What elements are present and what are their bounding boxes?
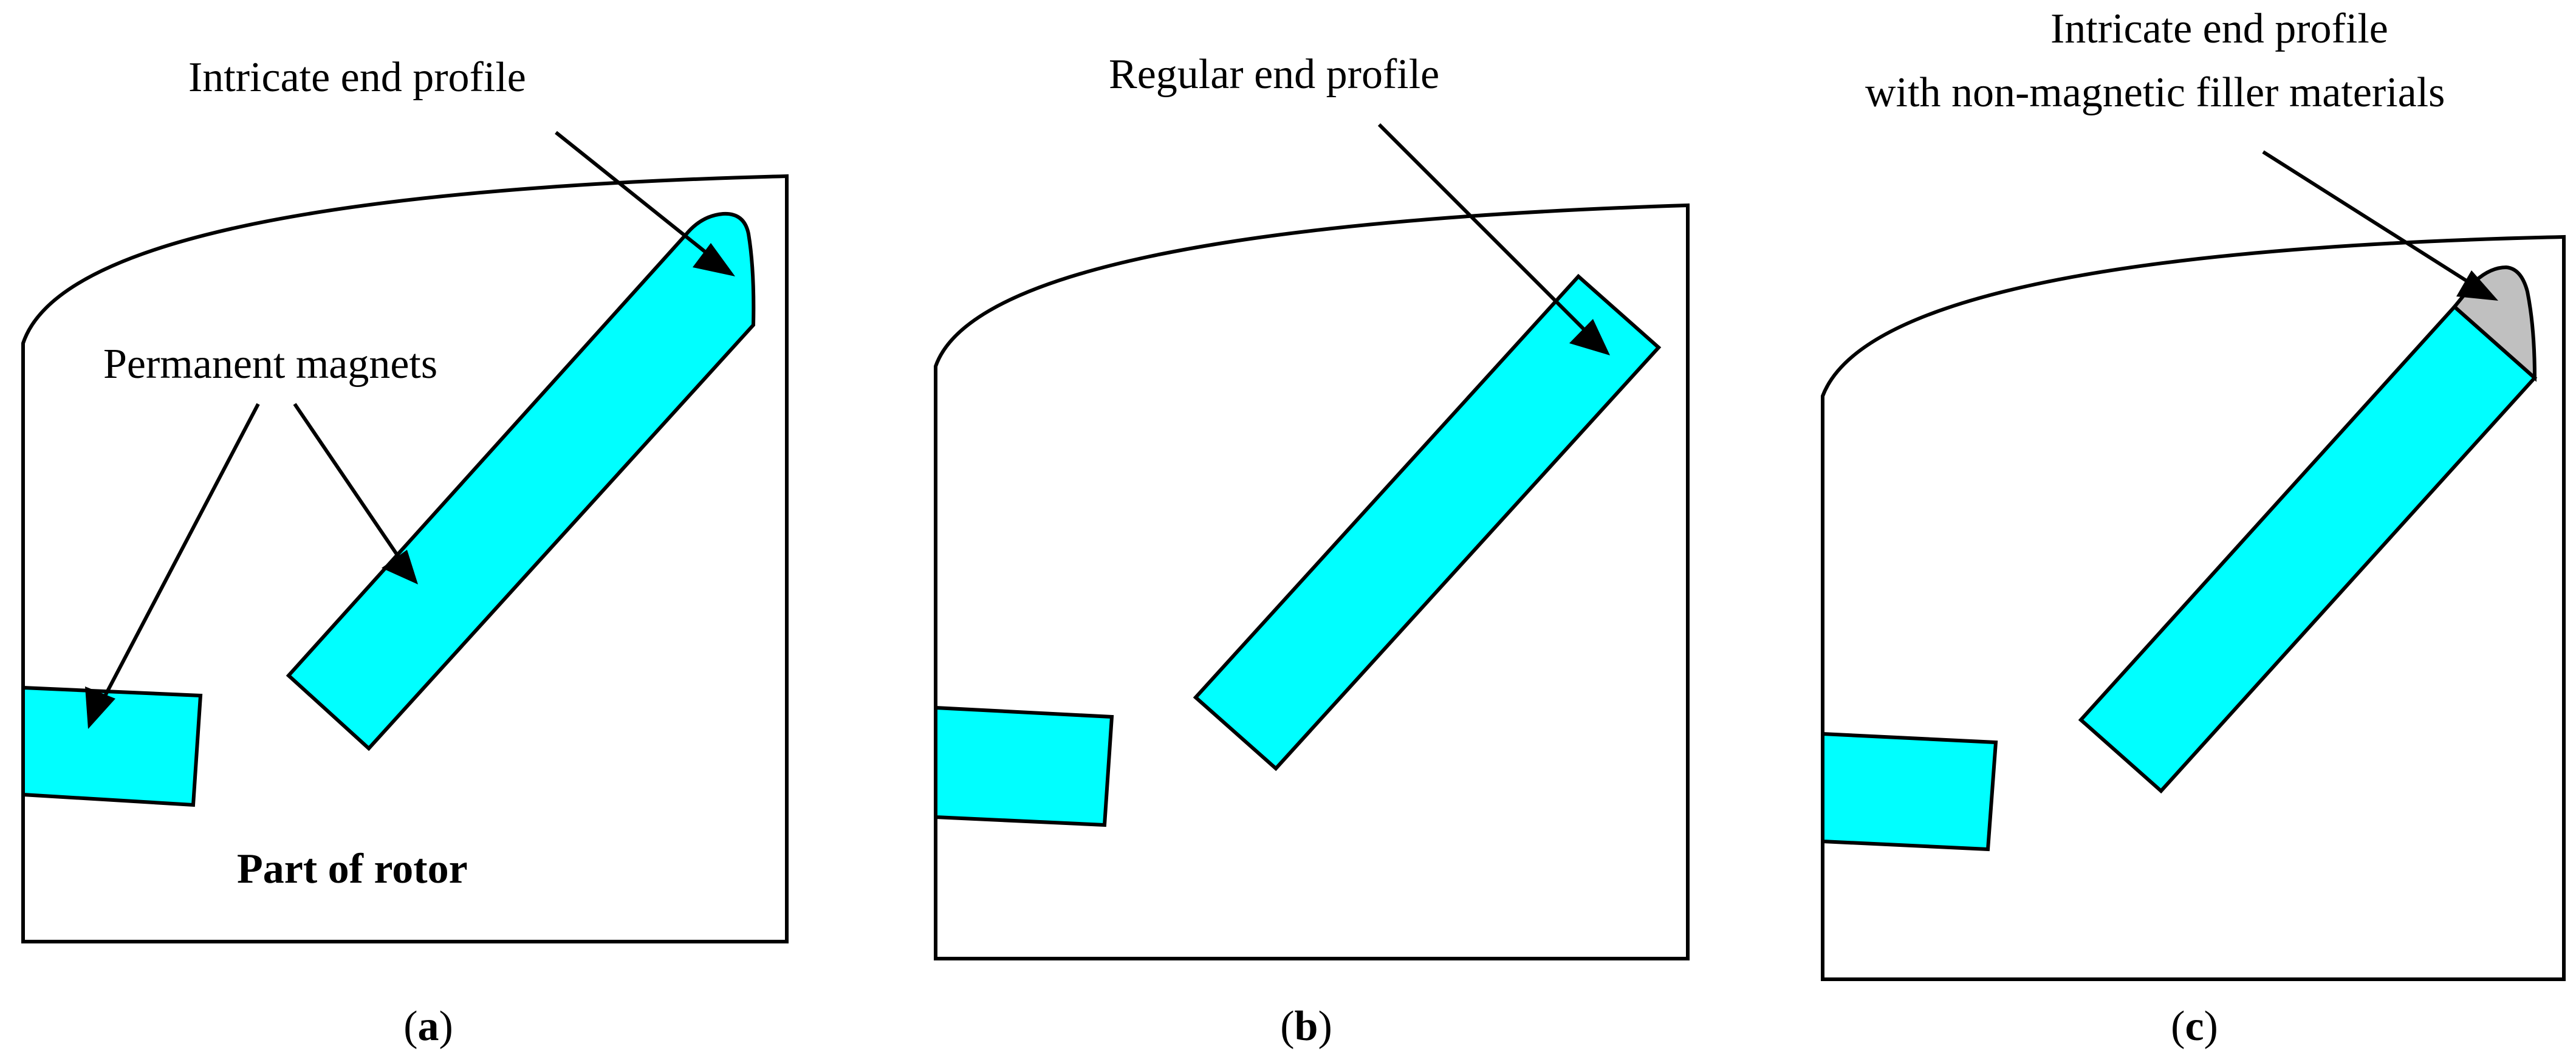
label-intricate-end-profile-c-line2: with non-magnetic filler materials: [1865, 69, 2445, 116]
angled-magnet-b: [1193, 273, 1662, 772]
small-magnet-a: [21, 685, 203, 807]
panel-b: Regular end profile (b): [934, 51, 1690, 1050]
angled-magnet-c: [2078, 304, 2538, 794]
arrow-regular-end-b: [1377, 123, 1610, 355]
label-regular-end-profile: Regular end profile: [1109, 51, 1439, 98]
arrow-intricate-end-filler-c: [2262, 150, 2498, 301]
rotor-outline-a: [21, 174, 789, 943]
angled-magnet-a: [286, 211, 756, 751]
small-magnet-b: [934, 705, 1114, 827]
arrow-magnet-angled-a: [293, 403, 418, 584]
caption-b: (b): [1280, 1003, 1332, 1050]
panel-a: Intricate end profile Permanent magnets …: [21, 54, 789, 1050]
panel-c: Intricate end profile with non-magnetic …: [1821, 5, 2566, 1050]
rotor-outline-b: [934, 203, 1690, 960]
label-intricate-end-profile-c-line1: Intricate end profile: [2050, 5, 2388, 52]
small-magnet-c: [1821, 731, 1998, 852]
arrow-intricate-end-a: [555, 131, 735, 276]
label-permanent-magnets: Permanent magnets: [103, 341, 437, 388]
rotor-outline-c: [1821, 234, 2566, 981]
label-part-of-rotor: Part of rotor: [237, 846, 468, 892]
arrow-magnet-small-a: [85, 403, 260, 729]
caption-a: (a): [403, 1003, 453, 1050]
caption-c: (c): [2171, 1003, 2218, 1050]
label-intricate-end-profile-a: Intricate end profile: [188, 54, 526, 101]
